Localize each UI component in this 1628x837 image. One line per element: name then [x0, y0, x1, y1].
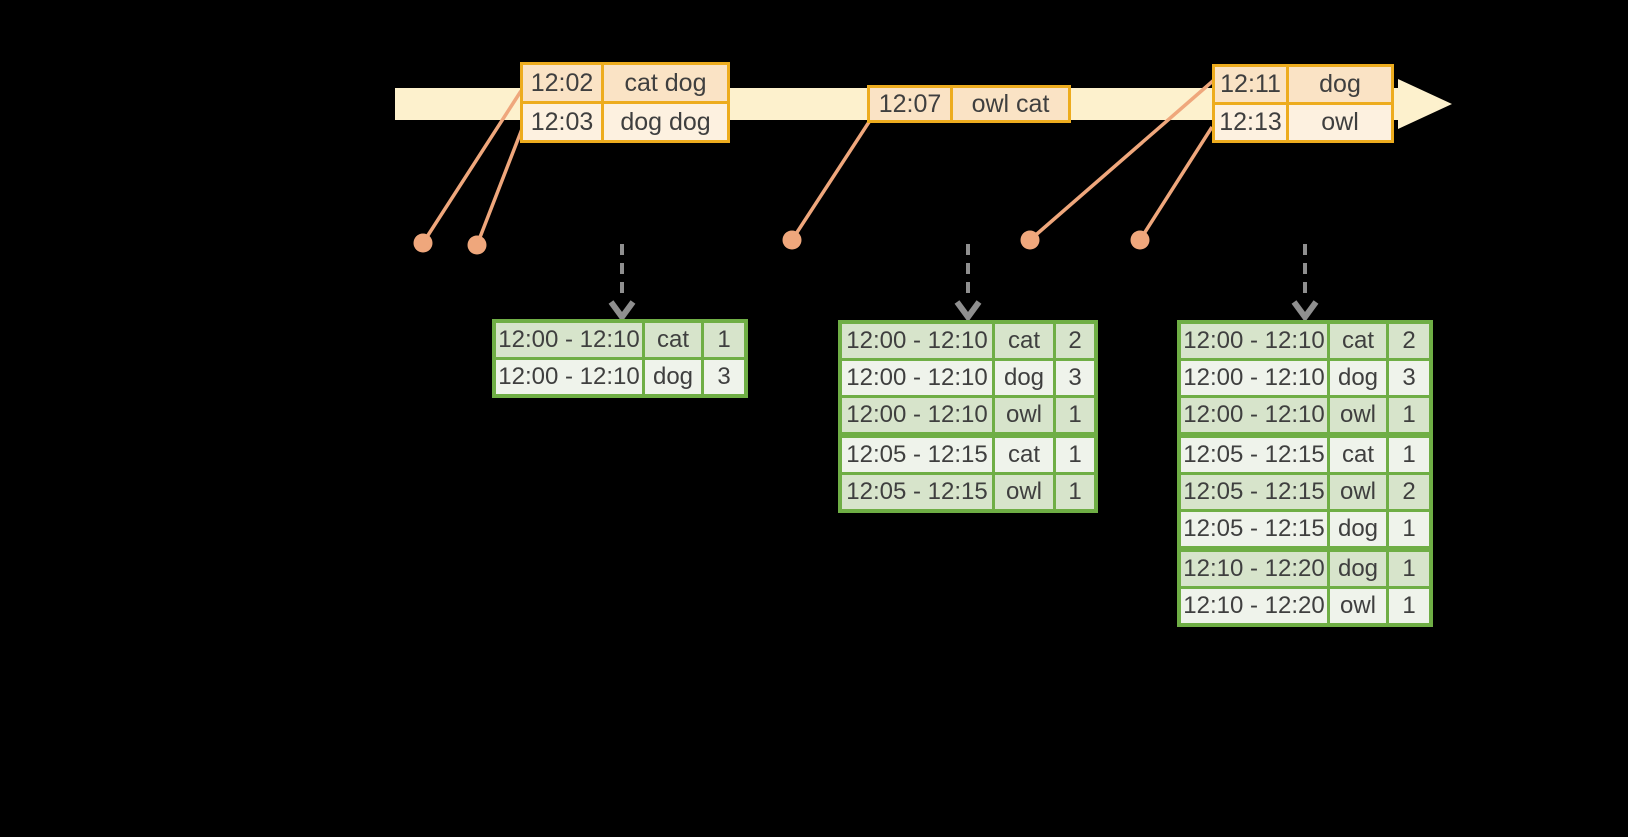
trigger-down-arrow-icon: [1291, 244, 1319, 323]
window-cell: 12:00 - 12:10: [842, 324, 992, 358]
window-cell: 12:00 - 12:10: [1181, 398, 1327, 432]
word-cell: owl: [1330, 589, 1386, 623]
event-words-cell: dog dog: [604, 104, 727, 140]
event-marker-line: [790, 121, 871, 241]
event-time-cell: 12:13: [1215, 105, 1286, 140]
event-time-cell: 12:02: [523, 65, 601, 101]
count-cell: 2: [1389, 324, 1429, 358]
event-marker-dot: [1020, 230, 1040, 250]
word-cell: cat: [1330, 438, 1386, 472]
word-cell: owl: [1330, 475, 1386, 509]
event-marker-dot: [467, 235, 487, 255]
window-cell: 12:00 - 12:10: [496, 360, 642, 394]
event-words-cell: cat dog: [604, 65, 727, 101]
event-marker-line: [1138, 126, 1214, 241]
word-cell: cat: [995, 324, 1053, 358]
event-marker-dot: [1130, 230, 1150, 250]
event-marker-line: [421, 90, 523, 244]
count-cell: 1: [1056, 398, 1094, 432]
count-cell: 2: [1056, 324, 1094, 358]
trigger-down-arrow-icon: [608, 244, 636, 323]
count-cell: 1: [1389, 552, 1429, 586]
window-cell: 12:00 - 12:10: [842, 361, 992, 395]
word-cell: owl: [995, 398, 1053, 432]
window-cell: 12:05 - 12:15: [1181, 438, 1327, 472]
event-time-cell: 12:07: [870, 88, 950, 120]
count-cell: 1: [704, 323, 744, 357]
count-cell: 1: [1389, 589, 1429, 623]
word-cell: dog: [1330, 552, 1386, 586]
word-cell: dog: [1330, 512, 1386, 546]
event-words-cell: dog: [1289, 67, 1391, 102]
count-cell: 3: [704, 360, 744, 394]
count-cell: 2: [1389, 475, 1429, 509]
window-cell: 12:05 - 12:15: [842, 475, 992, 509]
count-cell: 1: [1389, 438, 1429, 472]
word-cell: dog: [645, 360, 701, 394]
window-cell: 12:00 - 12:10: [496, 323, 642, 357]
count-cell: 1: [1389, 398, 1429, 432]
window-cell: 12:00 - 12:10: [1181, 361, 1327, 395]
window-cell: 12:05 - 12:15: [1181, 475, 1327, 509]
event-time-cell: 12:11: [1215, 67, 1286, 102]
count-cell: 1: [1389, 512, 1429, 546]
window-cell: 12:05 - 12:15: [842, 438, 992, 472]
word-cell: owl: [1330, 398, 1386, 432]
window-cell: 12:10 - 12:20: [1181, 552, 1327, 586]
event-time-cell: 12:03: [523, 104, 601, 140]
word-cell: dog: [995, 361, 1053, 395]
event-marker-line: [475, 128, 524, 246]
word-cell: owl: [995, 475, 1053, 509]
word-cell: cat: [645, 323, 701, 357]
word-cell: cat: [1330, 324, 1386, 358]
word-cell: dog: [1330, 361, 1386, 395]
window-cell: 12:05 - 12:15: [1181, 512, 1327, 546]
event-marker-dot: [413, 233, 433, 253]
event-words-cell: owl cat: [953, 88, 1068, 120]
window-cell: 12:00 - 12:10: [842, 398, 992, 432]
count-cell: 1: [1056, 438, 1094, 472]
count-cell: 3: [1389, 361, 1429, 395]
count-cell: 3: [1056, 361, 1094, 395]
window-cell: 12:10 - 12:20: [1181, 589, 1327, 623]
event-words-cell: owl: [1289, 105, 1391, 140]
event-marker-line: [1028, 78, 1216, 242]
word-cell: cat: [995, 438, 1053, 472]
window-cell: 12:00 - 12:10: [1181, 324, 1327, 358]
event-marker-dot: [782, 230, 802, 250]
trigger-down-arrow-icon: [954, 244, 982, 323]
count-cell: 1: [1056, 475, 1094, 509]
